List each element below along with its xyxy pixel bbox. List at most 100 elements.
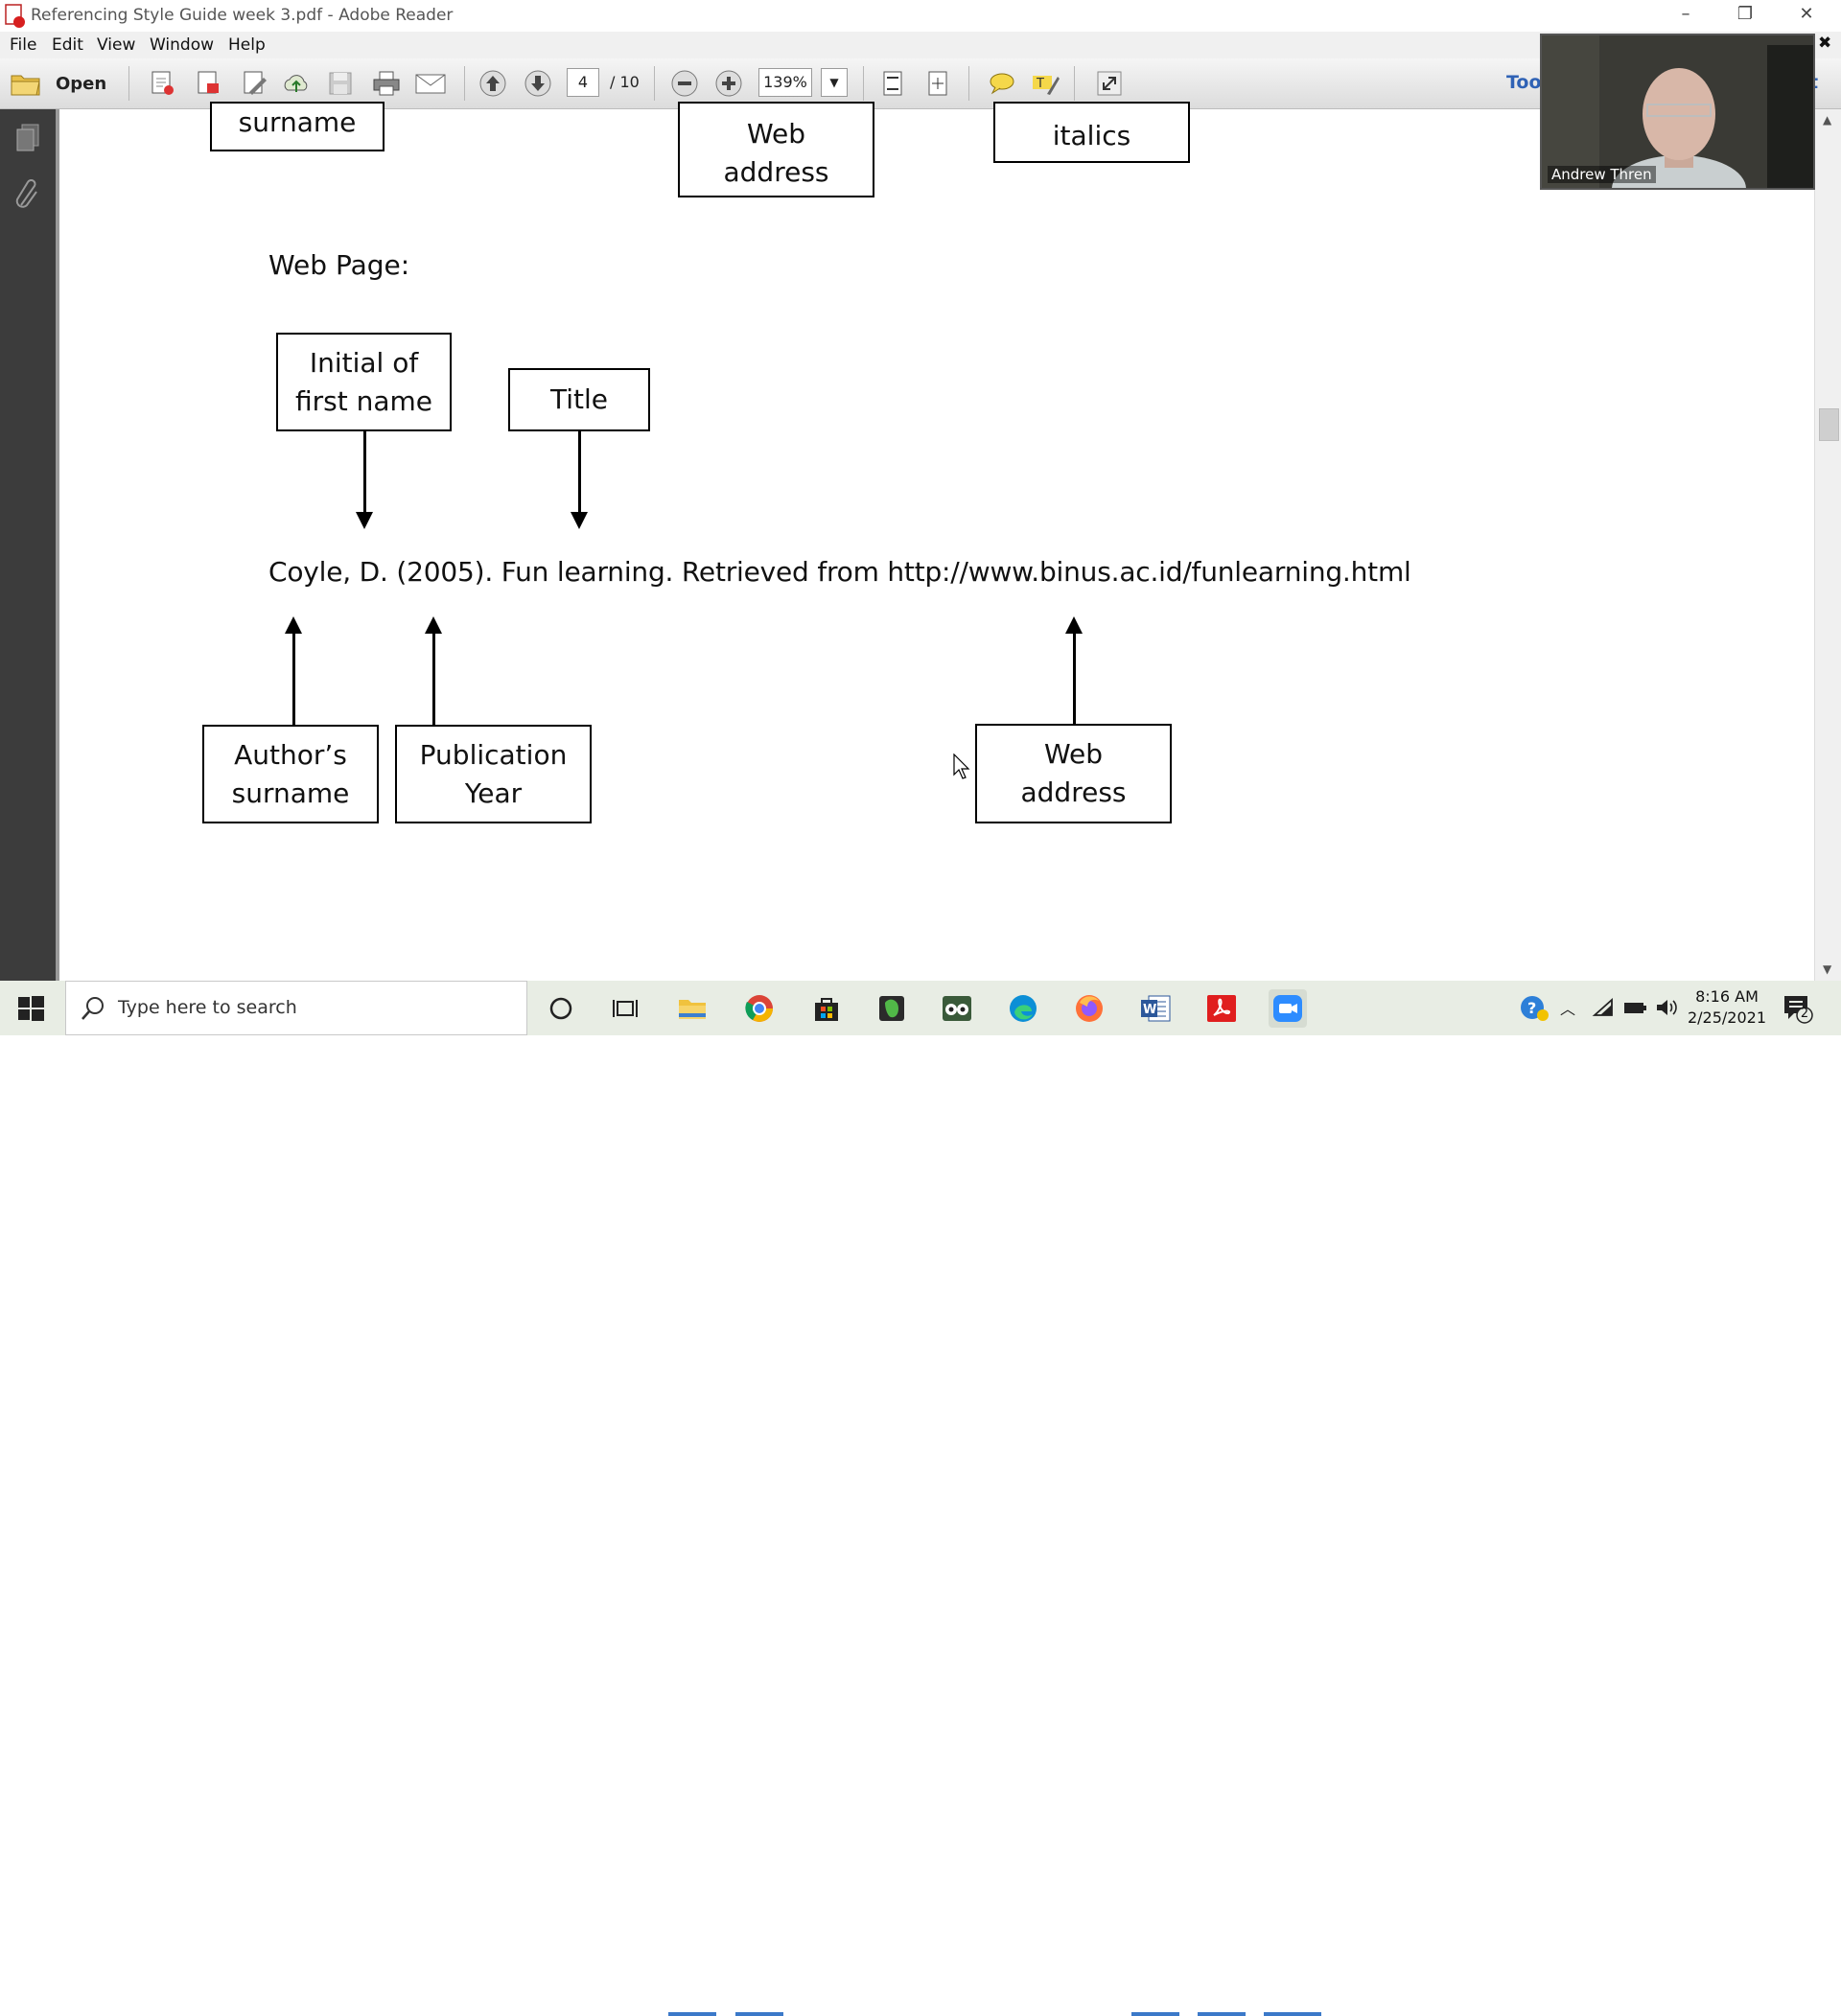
arrow-line [578,431,581,514]
edit-pdf-button[interactable] [238,67,270,100]
scroll-down-icon[interactable]: ▼ [1823,962,1832,976]
open-button[interactable]: Open [10,67,106,100]
windows-icon [18,996,44,1021]
chevron-down-icon: ▼ [829,76,839,89]
battery-tray-button[interactable] [1622,996,1647,1023]
section-label: Web Page: [268,249,410,281]
zoom-dropdown-button[interactable]: ▼ [821,68,848,97]
svg-text:W: W [1143,1003,1156,1017]
help-tray-button[interactable]: ? [1519,994,1550,1027]
save-button[interactable] [324,67,357,100]
close-document-button[interactable]: ✖ [1818,34,1832,53]
zoom-video-icon [1273,995,1302,1022]
envelope-icon [415,74,446,94]
highlight-button[interactable]: T [1029,67,1061,100]
paperclip-icon [15,179,37,208]
arrow-down-icon [571,512,588,529]
scroll-up-icon[interactable]: ▲ [1823,113,1832,127]
arrow-line [1073,632,1076,735]
taskbar-search-box[interactable]: Type here to search [65,981,527,1035]
menu-edit[interactable]: Edit [52,35,83,55]
upload-button[interactable] [280,67,313,100]
zoom-in-button[interactable] [712,67,745,100]
store-button[interactable] [807,989,846,1028]
video-call-overlay[interactable]: Andrew Thren [1540,34,1815,190]
task-view-button[interactable] [606,989,644,1028]
label-box-title: Title [508,368,650,431]
fit-width-button[interactable] [921,67,954,100]
search-placeholder: Type here to search [118,997,297,1018]
notification-icon [1784,996,1813,1024]
document-page: surname Web address italics Web Page: In… [59,102,1814,981]
fit-page-button[interactable] [876,67,909,100]
page-number-input[interactable]: 4 [567,68,599,97]
battery-icon [1624,1003,1646,1013]
notification-count: 2 [1800,1007,1809,1021]
menu-view[interactable]: View [97,35,136,55]
create-pdf-button[interactable] [146,67,178,100]
email-button[interactable] [414,67,447,100]
label-box-authors-surname: Author’s surname [202,725,379,823]
zoom-button[interactable] [1269,989,1307,1028]
window-title: Referencing Style Guide week 3.pdf - Ado… [31,6,454,25]
arrow-line [363,431,366,514]
previous-page-button[interactable] [477,67,509,100]
cortana-button[interactable] [542,989,580,1028]
chrome-icon [745,995,773,1022]
toolbar: Open 4 / 10 139% ▼ [0,58,1841,109]
clock[interactable]: 8:16 AM 2/25/2021 [1686,986,1768,1029]
tripadvisor-button[interactable] [938,989,976,1028]
open-label: Open [56,73,107,94]
next-page-button[interactable] [522,67,554,100]
close-button[interactable]: ✕ [1799,4,1814,24]
pages-panel-button[interactable] [13,123,42,157]
arrow-up-icon [285,616,302,634]
search-icon [82,997,104,1020]
highlight-text-icon: T [1033,76,1060,95]
label-box-publication-year: Publication Year [395,725,592,823]
zoom-level-input[interactable]: 139% [758,68,812,97]
svg-text:?: ? [1527,999,1536,1017]
zoom-out-button[interactable] [668,67,701,100]
word-icon: W [1141,995,1171,1022]
edge-icon [1010,995,1037,1022]
menu-window[interactable]: Window [150,35,215,55]
speaker-icon [1657,1000,1677,1015]
fit-width-icon [928,71,947,96]
participant-video [1542,35,1813,188]
firefox-button[interactable] [1070,989,1108,1028]
edit-pdf-icon [244,71,267,95]
citation-example: Coyle, D. (2005). Fun learning. Retrieve… [268,556,1411,588]
file-explorer-button[interactable] [673,989,711,1028]
action-center-button[interactable]: 2 [1782,992,1814,1029]
evernote-icon [879,996,904,1021]
chrome-button[interactable] [740,989,779,1028]
tools-pane-button[interactable]: Too [1506,72,1542,93]
expand-button[interactable] [1093,67,1126,100]
label-box-italics-top: italics [993,102,1190,163]
edge-button[interactable] [1004,989,1042,1028]
vertical-scrollbar[interactable]: ▲ ▼ [1814,109,1841,981]
arrow-up-icon [1065,616,1083,634]
menu-file[interactable]: File [10,35,37,55]
adobe-reader-icon [5,4,25,28]
menu-bar: File Edit View Window Help ✖ [0,32,1841,58]
menu-help[interactable]: Help [228,35,266,55]
restore-button[interactable]: ❐ [1736,4,1754,24]
show-hidden-icons-button[interactable]: ︿ [1560,996,1575,1019]
export-pdf-icon [198,71,219,94]
acrobat-button[interactable] [1202,989,1241,1028]
export-pdf-button[interactable] [192,67,224,100]
start-button[interactable] [12,992,50,1025]
attachments-panel-button[interactable] [13,178,42,215]
save-icon [329,72,352,95]
cortana-icon [549,997,572,1020]
print-button[interactable] [370,67,403,100]
evernote-button[interactable] [873,989,911,1028]
scrollbar-thumb[interactable] [1819,408,1839,441]
word-button[interactable]: W [1136,989,1175,1028]
minimize-button[interactable]: – [1681,4,1690,24]
comment-button[interactable] [986,67,1018,100]
volume-tray-button[interactable] [1654,996,1679,1023]
network-tray-button[interactable] [1592,996,1615,1023]
